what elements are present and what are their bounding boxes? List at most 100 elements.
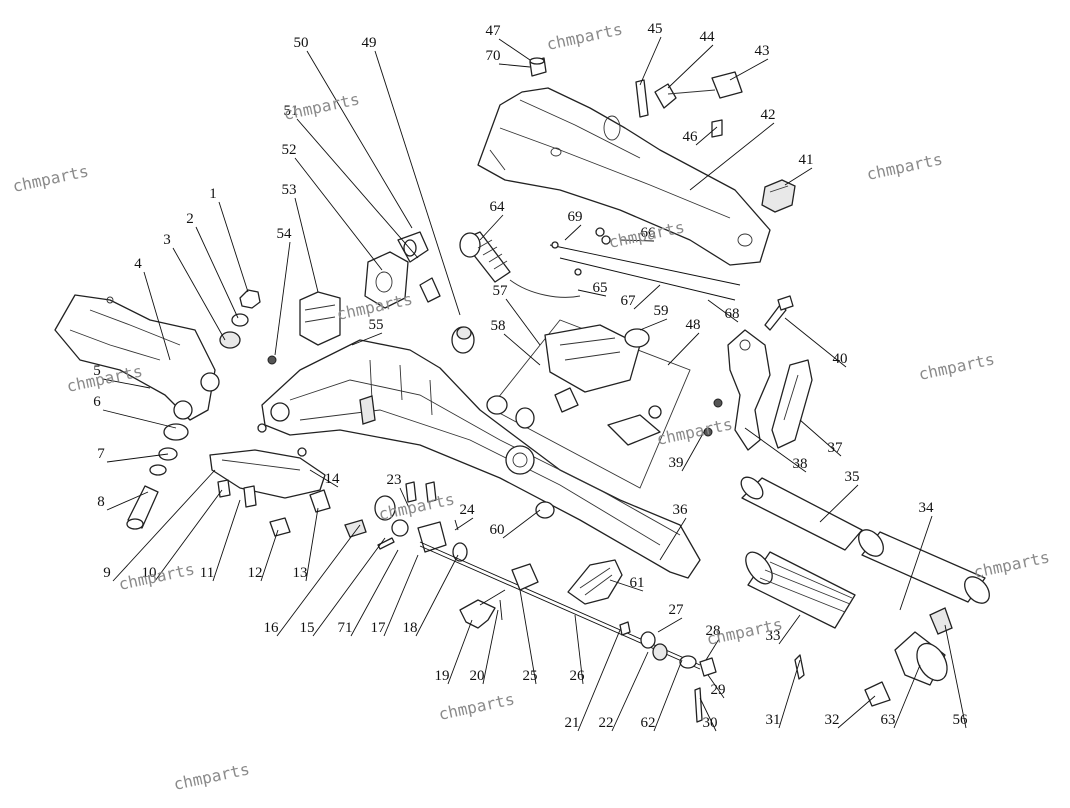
part-bolt-40	[764, 295, 794, 331]
leader-line	[689, 122, 775, 191]
part-number: 46	[683, 129, 699, 145]
part-number: 10	[142, 565, 157, 581]
leader-line	[819, 484, 859, 523]
leader-line	[195, 226, 239, 319]
part-number: 70	[486, 48, 501, 64]
part-number: 40	[833, 351, 848, 367]
part-number: 51	[284, 103, 299, 119]
callout-11: 11	[200, 499, 241, 582]
leader-line	[705, 638, 720, 661]
callout-71: 71	[338, 549, 399, 637]
part-number: 50	[294, 35, 309, 51]
leader-line	[294, 197, 319, 293]
part-number: 25	[523, 668, 538, 684]
leader-line	[172, 247, 226, 341]
callout-23: 23	[387, 472, 411, 511]
callout-7: 7	[97, 446, 169, 463]
leader-line	[519, 589, 537, 685]
part-cap-screw	[529, 57, 547, 77]
callout-40: 40	[784, 317, 848, 368]
part-bushings-15-16	[374, 495, 409, 550]
leader-line	[619, 239, 655, 242]
callout-3: 3	[163, 232, 226, 341]
leader-line	[102, 378, 151, 389]
leader-line	[657, 617, 683, 633]
watermark-text: chmparts	[377, 489, 456, 524]
part-nut-washer-bushing	[219, 289, 261, 349]
leader-line	[944, 624, 967, 729]
watermark-text: chmparts	[972, 547, 1051, 582]
part-shaft-hardware	[619, 621, 717, 723]
callout-39: 39	[669, 429, 706, 472]
leader-line	[699, 697, 717, 732]
part-number: 2	[186, 211, 194, 227]
part-screw-31	[794, 654, 805, 680]
part-number: 28	[706, 623, 721, 639]
part-number: 69	[568, 209, 583, 225]
callout-18: 18	[403, 554, 459, 637]
leader-line	[260, 529, 279, 582]
part-number: 59	[654, 303, 669, 319]
leader-line	[707, 674, 725, 699]
part-tube-35	[740, 476, 863, 551]
leader-line	[633, 284, 661, 310]
leader-line	[212, 499, 241, 582]
leader-line	[899, 515, 933, 611]
callout-12: 12	[248, 529, 279, 582]
watermark-text: chmparts	[437, 689, 516, 724]
callout-51: 51	[284, 103, 419, 259]
part-number: 67	[621, 293, 637, 309]
callout-10: 10	[142, 489, 223, 582]
leader-line	[309, 469, 339, 488]
callout-58: 58	[491, 318, 541, 366]
leader-line	[639, 318, 668, 331]
callout-2: 2	[186, 211, 239, 319]
callout-65: 65	[577, 280, 608, 297]
callout-67: 67	[621, 284, 661, 310]
part-end-cap	[864, 607, 953, 707]
leader-line	[784, 317, 847, 368]
part-number: 71	[338, 620, 353, 636]
watermark-text: chmparts	[607, 217, 686, 252]
part-lock-housing	[364, 231, 441, 309]
part-small-block-12	[269, 517, 291, 537]
part-number: 21	[565, 715, 580, 731]
part-number: 38	[793, 456, 808, 472]
part-number: 4	[134, 256, 142, 272]
part-number: 64	[490, 199, 506, 215]
leader-line	[374, 50, 461, 316]
part-number: 66	[641, 225, 657, 241]
callout-24: 24	[454, 502, 475, 531]
callout-25: 25	[519, 589, 538, 685]
callout-53: 53	[282, 182, 319, 293]
part-number: 17	[371, 620, 387, 636]
leader-line	[143, 271, 171, 361]
leader-line	[837, 695, 876, 729]
leader-line	[609, 579, 644, 592]
part-mechanism-box	[486, 319, 691, 489]
callout-50: 50	[294, 35, 413, 229]
part-number: 44	[700, 29, 716, 45]
part-number: 22	[599, 715, 614, 731]
part-clamp-block	[299, 291, 341, 346]
leader-line	[778, 659, 801, 729]
part-number: 6	[93, 394, 101, 410]
leader-line	[106, 453, 169, 463]
part-number: 41	[799, 152, 814, 168]
watermark-text: chmparts	[865, 149, 944, 184]
part-upper-cover	[477, 87, 771, 266]
part-main-frame	[261, 339, 701, 579]
part-switch-41	[761, 179, 796, 213]
part-number: 31	[766, 712, 781, 728]
leader-line	[112, 469, 216, 582]
part-number: 32	[825, 712, 840, 728]
part-number: 5	[93, 363, 101, 379]
part-number: 3	[163, 232, 171, 248]
leader-line	[784, 167, 813, 186]
part-bushing-pin-set	[126, 423, 189, 530]
leader-line	[274, 241, 291, 356]
callout-8: 8	[97, 491, 149, 511]
callout-55: 55	[351, 317, 384, 346]
